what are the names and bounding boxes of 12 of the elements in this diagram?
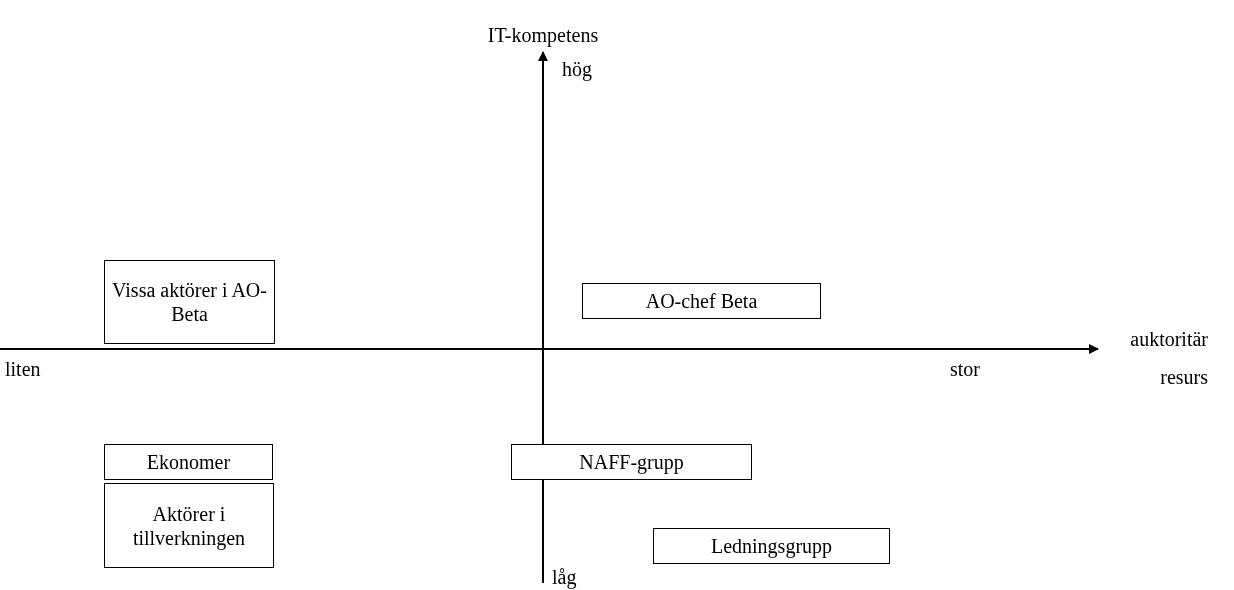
axis-label: låg (552, 566, 577, 588)
axis-label: hög (562, 58, 592, 80)
text-box: Aktörer i tillverkningen (104, 483, 274, 568)
axis-label: IT-kompetens (486, 23, 600, 49)
text-box: AO-chef Beta (582, 283, 821, 319)
text-box: Ledningsgrupp (653, 528, 890, 564)
text-box: NAFF-grupp (511, 444, 752, 480)
axis-label: liten (5, 358, 41, 380)
text-box: Vissa aktörer i AO-Beta (104, 260, 275, 344)
axis-label: stor (950, 358, 980, 380)
text-box: Ekonomer (104, 444, 273, 480)
axis-label: auktoritär resurs (1129, 327, 1208, 390)
